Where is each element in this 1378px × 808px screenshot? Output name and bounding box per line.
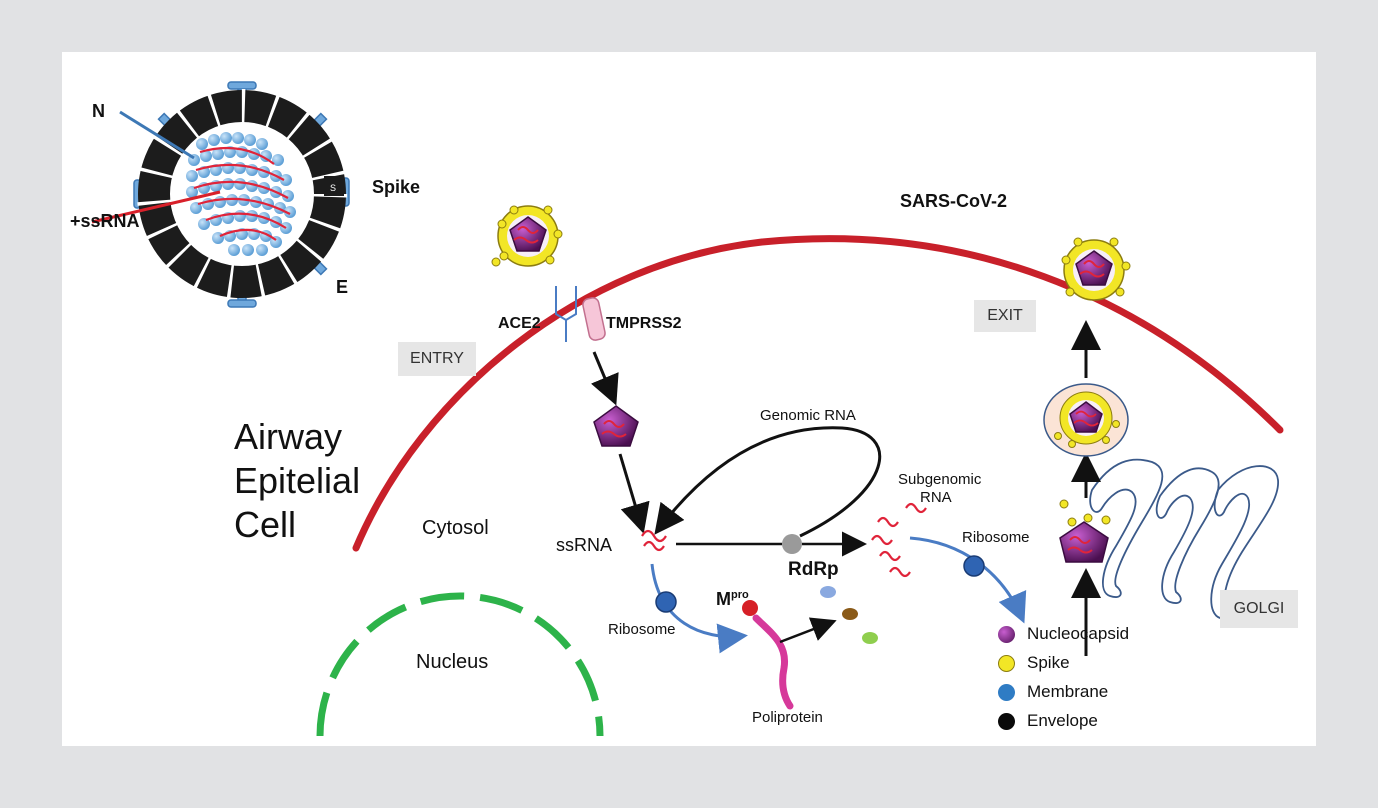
tmprss2-label: TMPRSS2 bbox=[606, 315, 682, 332]
ribosome-left-label: Ribosome bbox=[608, 621, 676, 638]
ace2-label: ACE2 bbox=[498, 315, 541, 332]
cytosol-label: Cytosol bbox=[422, 517, 489, 539]
nsp-fragment-blue bbox=[820, 586, 836, 598]
uncoating-arrow bbox=[618, 453, 650, 534]
virion-s-marker bbox=[324, 176, 344, 196]
ssrna-label: ssRNA bbox=[556, 535, 613, 555]
legend-nucleocapsid-swatch bbox=[998, 625, 1015, 643]
translation-arrow-right bbox=[909, 536, 1027, 624]
cell-title-line2: Epitelial bbox=[234, 460, 361, 501]
cell-title-line3: Cell bbox=[234, 504, 297, 545]
legend-spike-label: Spike bbox=[1027, 653, 1070, 672]
golgi-box: GOLGI bbox=[1220, 590, 1298, 628]
virion-n-pointer bbox=[119, 110, 195, 160]
virion-ssrna-label: +ssRNA bbox=[70, 211, 140, 231]
mpro-label-sup: pro bbox=[731, 589, 749, 601]
svg-text:S: S bbox=[330, 183, 336, 193]
poliprotein-chain bbox=[752, 614, 794, 710]
virus-name-label: SARS-CoV-2 bbox=[900, 191, 1008, 211]
ribosome-right bbox=[963, 555, 985, 577]
legend-item-membrane: Membrane bbox=[998, 682, 1108, 702]
virion-spike-label: Spike bbox=[372, 177, 421, 197]
mpro-label: Mpro bbox=[716, 589, 749, 609]
nucleus-envelope bbox=[316, 592, 604, 737]
subgenomic-rna-molecules bbox=[871, 502, 927, 578]
entry-box: ENTRY bbox=[398, 342, 476, 376]
legend-item-envelope: Envelope bbox=[998, 711, 1098, 731]
entering-virion bbox=[491, 205, 563, 267]
subgenomic-rna-label-line1: Subgenomic bbox=[898, 471, 982, 488]
ssrna-molecule bbox=[641, 529, 667, 552]
subgenomic-rna-label-line2: RNA bbox=[920, 489, 952, 506]
nucleus-label: Nucleus bbox=[416, 651, 489, 673]
diagram-canvas: S bbox=[91, 81, 1284, 737]
ribosome-right-label: Ribosome bbox=[962, 529, 1030, 546]
virion-schematic: S bbox=[91, 81, 350, 308]
legend-spike-swatch bbox=[998, 654, 1015, 672]
cell-membrane bbox=[352, 235, 1284, 552]
rdrp-enzyme bbox=[782, 534, 802, 554]
poliprotein-label: Poliprotein bbox=[752, 709, 823, 726]
genomic-rna-loop bbox=[654, 426, 882, 538]
spike-proteins-cytosol bbox=[1059, 499, 1111, 527]
legend-envelope-label: Envelope bbox=[1027, 711, 1098, 730]
entry-arrow bbox=[590, 351, 619, 406]
virion-ssrna-pointer bbox=[91, 190, 221, 224]
genomic-rna-label: Genomic RNA bbox=[760, 407, 856, 424]
nsp-fragment-brown bbox=[842, 608, 858, 620]
legend-membrane-label: Membrane bbox=[1027, 682, 1109, 701]
exiting-virion bbox=[1061, 237, 1131, 301]
translation-arrow-left bbox=[650, 563, 748, 654]
ribosome-left bbox=[655, 591, 677, 613]
legend-membrane-swatch bbox=[998, 683, 1015, 701]
cell-title-line1: Airway bbox=[234, 416, 343, 457]
vesicle-virion bbox=[1043, 383, 1129, 457]
legend-envelope-swatch bbox=[998, 712, 1015, 730]
legend-item-spike: Spike bbox=[998, 653, 1070, 673]
mpro-enzyme bbox=[742, 600, 758, 616]
legend-item-nucleocapsid: Nucleocapsid bbox=[998, 624, 1129, 644]
nsp-fragment-green bbox=[862, 632, 878, 644]
tmprss2-protease bbox=[582, 297, 606, 341]
virion-e-label: E bbox=[336, 277, 349, 297]
virion-nucleocapsid-helix bbox=[186, 132, 296, 256]
ace2-receptor bbox=[555, 286, 577, 342]
rdrp-label: RdRp bbox=[788, 559, 839, 580]
diagram-panel: S bbox=[62, 52, 1316, 746]
cleavage-arrow bbox=[779, 617, 837, 644]
virion-n-label: N bbox=[92, 101, 105, 121]
exit-box: EXIT bbox=[974, 300, 1036, 332]
legend-nucleocapsid-label: Nucleocapsid bbox=[1027, 624, 1130, 643]
mpro-label-base: M bbox=[716, 589, 731, 609]
